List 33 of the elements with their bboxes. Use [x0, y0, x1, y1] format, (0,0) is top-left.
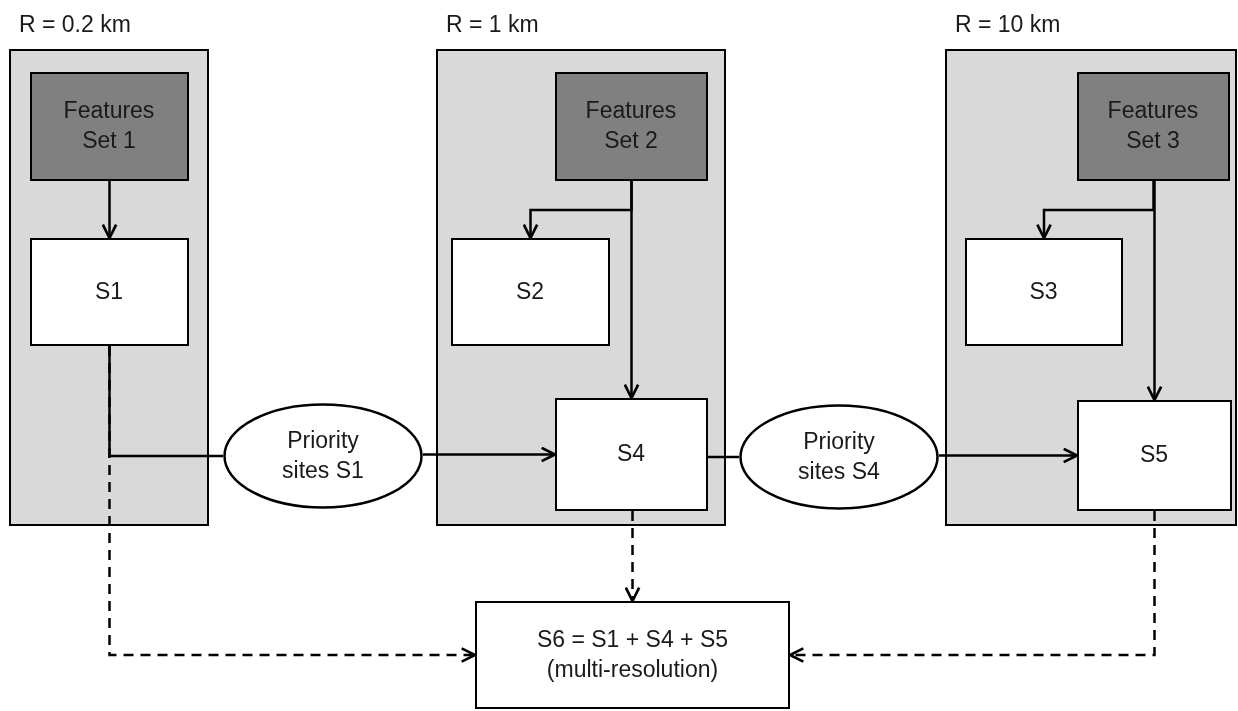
- priority-ellipse: [223, 403, 423, 509]
- panel-heading: R = 1 km: [446, 11, 539, 38]
- arrow: [624, 511, 641, 603]
- box-label: Features Set 3: [1106, 96, 1200, 155]
- process-box: [964, 237, 1123, 346]
- ellipse-label: Priority sites S4: [797, 427, 881, 486]
- box-label: S3: [1029, 276, 1058, 306]
- ellipse-label: Priority sites S1: [281, 426, 365, 485]
- panel-heading: R = 0.2 km: [19, 11, 131, 38]
- box-label: Features Set 1: [62, 96, 156, 155]
- arrow: [1036, 181, 1155, 240]
- feature-set-box: [29, 71, 189, 181]
- connector-line: [708, 455, 739, 459]
- process-box: [29, 237, 189, 346]
- process-box: [554, 397, 708, 511]
- process-box: [475, 601, 790, 709]
- arrow: [101, 181, 118, 240]
- box-label: Features Set 2: [584, 96, 678, 155]
- feature-set-box: [554, 71, 708, 181]
- arrow: [1146, 181, 1163, 402]
- priority-ellipse: [739, 404, 939, 510]
- box-label: S4: [616, 439, 646, 469]
- box-label: S5: [1139, 440, 1169, 470]
- feature-set-box: [1076, 71, 1230, 181]
- box-label: S2: [515, 276, 545, 306]
- box-label: S6 = S1 + S4 + S5: [536, 625, 729, 655]
- arrow: [623, 181, 640, 400]
- box-label: S1: [94, 276, 124, 306]
- process-box: [450, 237, 610, 346]
- process-box: [1076, 399, 1232, 511]
- box-label: (multi-resolution): [546, 655, 719, 684]
- panel-heading: R = 10 km: [955, 11, 1061, 38]
- arrow: [108, 346, 477, 663]
